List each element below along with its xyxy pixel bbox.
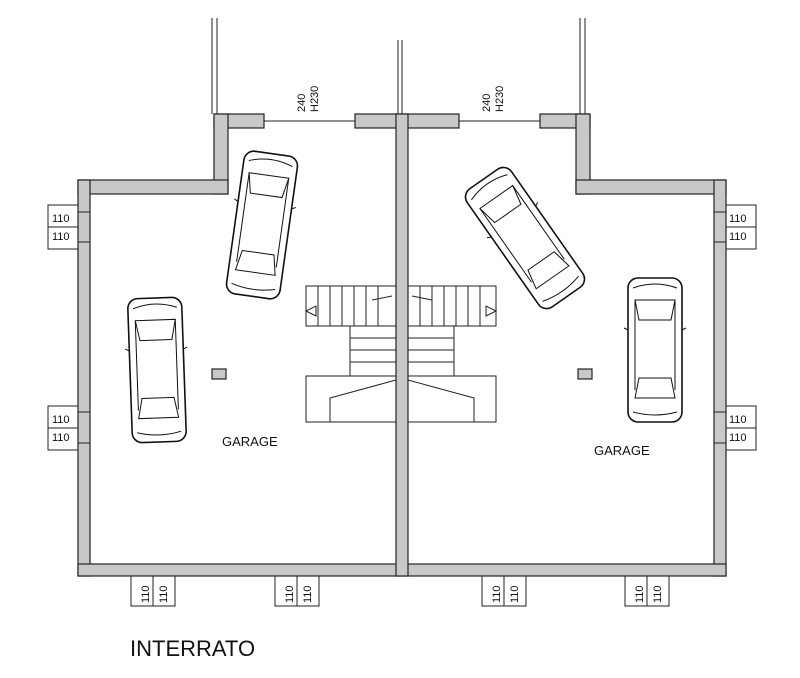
window-dim-top: 110 [140,585,152,603]
window-dim-top: 110 [52,414,70,426]
window-dim-top: 110 [729,213,747,225]
boundary-lines [211,18,586,114]
plan-title: INTERRATO [130,636,255,661]
window-left-upper: 110 110 [47,204,90,250]
window-dim-top: 110 [52,213,70,225]
door-height-left: H230 [309,86,321,112]
window-left-lower: 110 110 [47,405,90,451]
window-dim-bottom: 110 [52,231,70,243]
car-left-lower [122,296,192,444]
window-dim-top: 110 [491,585,503,603]
room-label-left: GARAGE [222,434,278,449]
window-dim-top: 110 [729,414,747,426]
window-right-upper: 110 110 [714,204,757,250]
car-right-lower [623,277,687,423]
window-bottom-3: 110 110 [481,575,527,607]
window-dim-top: 110 [284,585,296,603]
door-width-right: 240 [481,94,493,112]
outer-walls [77,113,727,577]
window-bottom-2: 110 110 [274,575,320,607]
window-dim-bottom: 110 [52,432,70,444]
pillar-right [577,368,593,380]
pillar-left [211,368,227,380]
staircase [304,285,498,423]
window-dim-bottom: 110 [302,585,314,603]
window-right-lower: 110 110 [714,405,757,451]
window-dim-bottom: 110 [652,585,664,603]
window-bottom-4: 110 110 [624,575,670,607]
window-dim-bottom: 110 [509,585,521,603]
window-dim-bottom: 110 [729,432,747,444]
window-dim-bottom: 110 [729,231,747,243]
room-label-right: GARAGE [594,443,650,458]
car-right-upper [457,160,593,316]
window-dim-top: 110 [634,585,646,603]
window-dim-bottom: 110 [158,585,170,603]
door-width-left: 240 [296,94,308,112]
car-left-upper [220,148,304,302]
window-bottom-1: 110 110 [130,575,176,607]
door-height-right: H230 [494,86,506,112]
